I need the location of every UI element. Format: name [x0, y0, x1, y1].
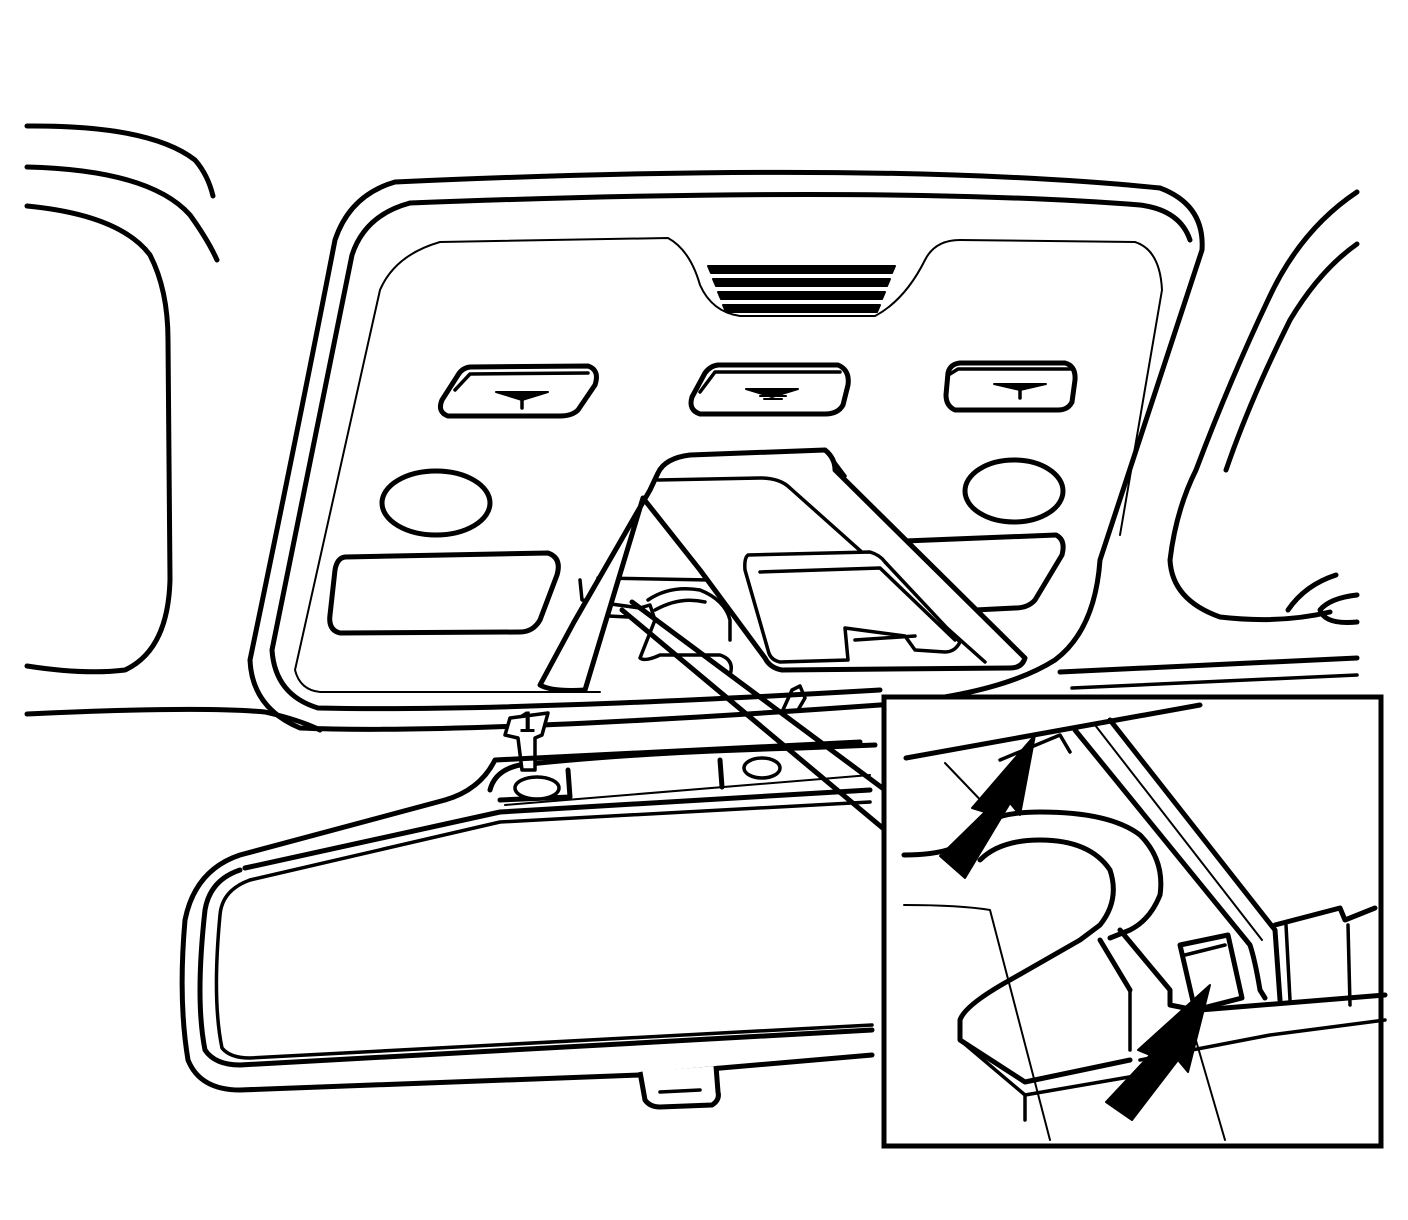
headliner-edge: [24, 655, 1360, 733]
rearview-mirror: [179, 739, 875, 1110]
upper-arrow-icon: [939, 734, 1036, 879]
right-pillar-trim: [1167, 189, 1360, 625]
down-arrow-icon: [993, 383, 1047, 391]
lower-arrow-icon: [1105, 984, 1211, 1121]
down-arrow-icon: [495, 391, 549, 401]
left-top-button[interactable]: [438, 363, 599, 419]
microphone-grille: [707, 265, 896, 313]
detail-inset: [881, 694, 1388, 1149]
mirror-clip: 1: [503, 706, 550, 772]
detail-leader-line: [619, 607, 888, 833]
right-reading-lamp-button[interactable]: [962, 457, 1066, 525]
down-arrow-icon: [745, 388, 799, 398]
overhead-console-housing: [247, 169, 1205, 732]
left-reading-lamp-button[interactable]: [379, 468, 493, 538]
mirror-day-night-tab[interactable]: [637, 1065, 721, 1110]
callout-label: 1: [519, 706, 536, 739]
left-lamp-lens: [327, 550, 561, 636]
right-lamp-lens: [904, 532, 1066, 613]
right-top-button[interactable]: [943, 360, 1078, 413]
left-pillar-trim: [24, 123, 220, 675]
center-top-button[interactable]: [688, 362, 851, 417]
console-tab: [780, 684, 807, 714]
